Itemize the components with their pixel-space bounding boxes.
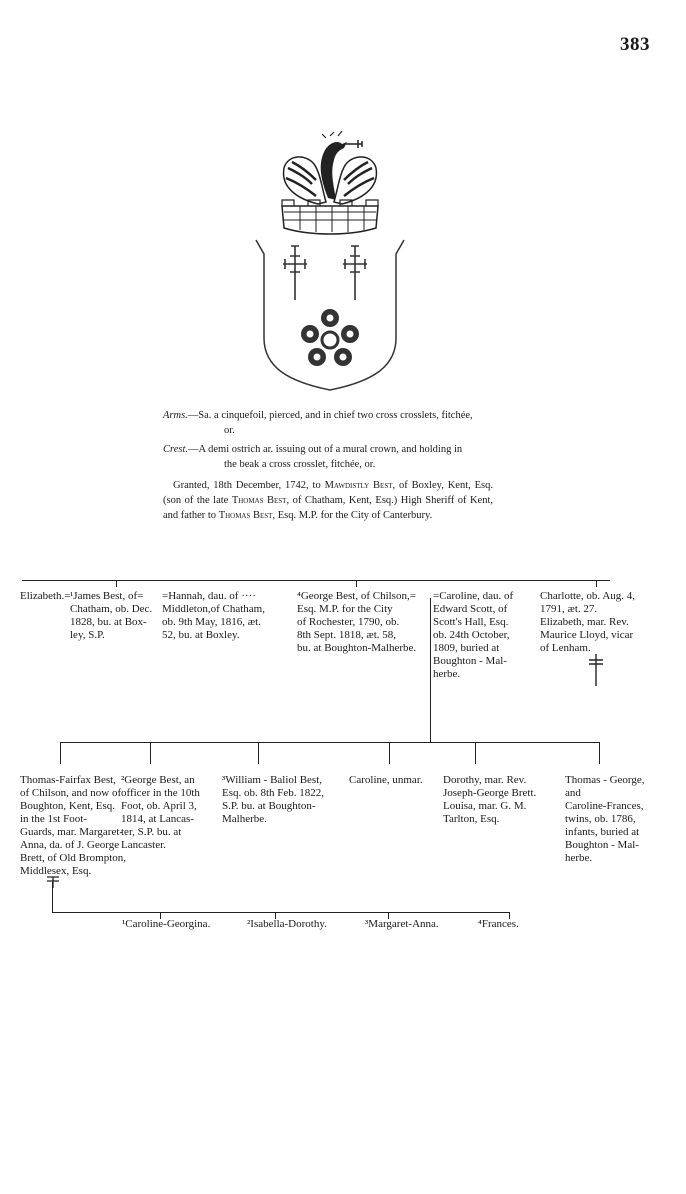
dagger-icon bbox=[587, 652, 605, 688]
gen2-dorothy-louisa: Dorothy, mar. Rev. Joseph-George Brett. … bbox=[443, 774, 536, 826]
page-number: 383 bbox=[620, 34, 650, 56]
crest-description-cont: the beak a cross crosslet, fitchée, or. bbox=[224, 457, 375, 472]
generation-3-rule bbox=[52, 912, 510, 913]
gen3-margaret-anna: ³Margaret-Anna. bbox=[365, 918, 439, 931]
gen2-tick-6 bbox=[599, 742, 600, 764]
crest-text: —A demi ostrich ar. issuing out of a mur… bbox=[188, 444, 462, 455]
son-name: Thomas Best bbox=[219, 510, 273, 521]
gen2-tick-1 bbox=[60, 742, 61, 764]
gen3-frances: ⁴Frances. bbox=[478, 918, 519, 931]
gen3-isabella-dorothy: ²Isabella-Dorothy. bbox=[247, 918, 327, 931]
gen2-tick-5 bbox=[475, 742, 476, 764]
gen1-tick-1 bbox=[116, 580, 117, 587]
gen2-caroline: Caroline, unmar. bbox=[349, 774, 423, 787]
gen2-tick-2 bbox=[150, 742, 151, 764]
gen2-george-best: ²George Best, an officer in the 10th Foo… bbox=[121, 774, 200, 852]
gen2-twins: Thomas - George, and Caroline-Frances, t… bbox=[565, 774, 645, 865]
crest-label: Crest. bbox=[163, 444, 188, 455]
gen2-tick-4 bbox=[389, 742, 390, 764]
marriage-descent-line bbox=[430, 598, 431, 742]
gen1-tick-2 bbox=[356, 580, 357, 587]
grant-text-a: Granted, 18th December, 1742, to bbox=[163, 480, 325, 491]
gen1-caroline-scott: =Caroline, dau. of Edward Scott, of Scot… bbox=[433, 590, 513, 681]
arms-description-cont: or. bbox=[224, 423, 235, 438]
father-name: Thomas Best bbox=[232, 495, 287, 506]
gen3-caroline-georgina: ¹Caroline-Georgina. bbox=[122, 918, 210, 931]
grant-text-d: , Esq. M.P. for the City of Canterbury. bbox=[272, 510, 432, 521]
gen1-elizabeth: Elizabeth.= bbox=[20, 590, 71, 603]
arms-text: —Sa. a cinquefoil, pierced, and in chief… bbox=[188, 410, 473, 421]
arms-description: Arms.—Sa. a cinquefoil, pierced, and in … bbox=[163, 408, 473, 423]
gen1-charlotte-elizabeth: Charlotte, ob. Aug. 4, 1791, æt. 27. Eli… bbox=[540, 590, 635, 655]
gen1-tick-3 bbox=[596, 580, 597, 587]
generation-1-rule bbox=[22, 580, 610, 581]
gen1-james-best: ¹James Best, of= Chatham, ob. Dec. 1828,… bbox=[70, 590, 152, 642]
arms-label: Arms. bbox=[163, 410, 188, 421]
crest-description: Crest.—A demi ostrich ar. issuing out of… bbox=[163, 442, 462, 457]
gen1-george-best: ⁴George Best, of Chilson,= Esq. M.P. for… bbox=[297, 590, 416, 655]
gen2-tick-3 bbox=[258, 742, 259, 764]
generation-2-rule bbox=[60, 742, 600, 743]
coat-of-arms-illustration bbox=[250, 128, 410, 393]
grantee-name: Mawdistly Best bbox=[325, 480, 393, 491]
grant-paragraph: Granted, 18th December, 1742, to Mawdist… bbox=[163, 478, 493, 523]
gen1-hannah: =Hannah, dau. of ···· Middleton,of Chath… bbox=[162, 590, 265, 642]
gen2-william-baliol: ³William - Baliol Best, Esq. ob. 8th Feb… bbox=[222, 774, 324, 826]
gen2-thomas-fairfax: Thomas-Fairfax Best, of Chilson, and now… bbox=[20, 774, 126, 878]
